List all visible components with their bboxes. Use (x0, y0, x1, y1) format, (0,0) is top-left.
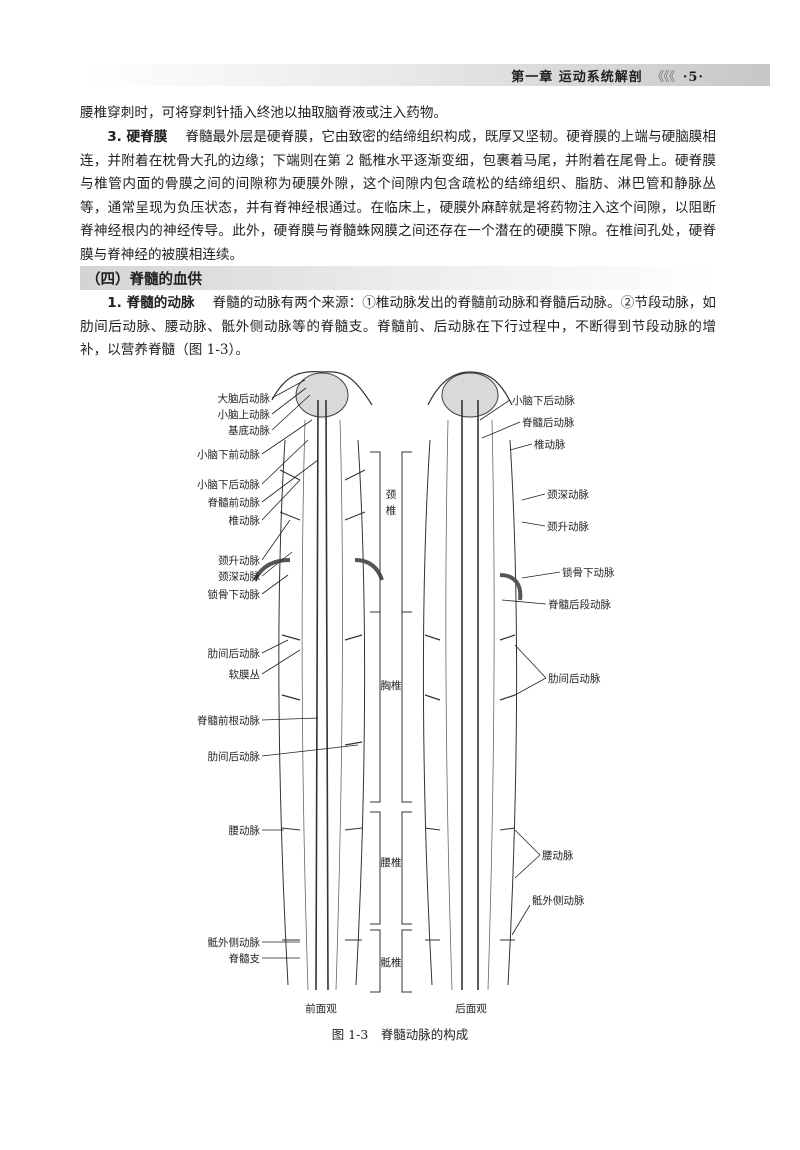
label-deep-cervical-artery: 颈深动脉 (218, 570, 260, 583)
chevron-icon: 《《《 (651, 70, 675, 85)
label-region-sacral: 骶椎 (381, 956, 402, 969)
label-region-thoracic: 胸椎 (381, 679, 402, 692)
figure-spinal-arteries: 大脑后动脉 小脑上动脉 基底动脉 小脑下前动脉 小脑下后动脉 脊髓前动脉 椎动脉… (197, 371, 615, 1015)
label-subclavian-artery: 锁骨下动脉 (208, 588, 261, 601)
right-label-group: 小脑下后动脉 脊髓后动脉 椎动脉 颈深动脉 颈升动脉 锁骨下动脉 脊髓后段动脉 … (512, 394, 615, 907)
paragraph-text: 脊髓最外层是硬脊膜，它由致密的结缔组织构成，既厚又坚韧。硬脊膜的上端与硬脑膜相连… (80, 129, 717, 263)
label-spinal-branch: 脊髓支 (229, 952, 261, 965)
label-region-lumbar: 腰椎 (381, 856, 402, 869)
label-pial-plexus: 软膜丛 (229, 668, 261, 681)
label-subclavian-artery-r: 锁骨下动脉 (562, 566, 615, 579)
label-posterior-intercostal-artery-r: 肋间后动脉 (548, 672, 601, 685)
region-brackets (370, 451, 412, 993)
label-anterior-inferior-cerebellar-artery: 小脑下前动脉 (197, 448, 260, 461)
label-ascending-cervical-artery: 颈升动脉 (218, 554, 260, 567)
label-vertebral-artery: 椎动脉 (229, 514, 261, 527)
label-region-cervical-2: 椎 (386, 504, 397, 517)
section-title: （四）脊髓的血供 (86, 272, 202, 288)
paragraph-spinal-arteries: 1. 脊髓的动脉 脊髓的动脉有两个来源：①椎动脉发出的脊髓前动脉和脊髓后动脉。②… (80, 292, 716, 363)
label-posterior-inferior-cerebellar-artery-r: 小脑下后动脉 (512, 394, 575, 407)
label-vertebral-artery-r: 椎动脉 (534, 438, 566, 451)
leader-lines (261, 379, 561, 959)
label-posterior-spinal-artery: 脊髓后动脉 (522, 416, 575, 429)
back-view-illustration (422, 371, 523, 991)
label-basilar-artery: 基底动脉 (228, 424, 270, 437)
paragraph-text: 腰椎穿刺时，可将穿刺针插入终池以抽取脑脊液或注入药物。 (80, 105, 448, 121)
paragraph-lumbar-puncture: 腰椎穿刺时，可将穿刺针插入终池以抽取脑脊液或注入药物。 (80, 102, 716, 126)
page-number: ·5· (682, 70, 704, 85)
label-posterior-segmental-medullary-artery: 脊髓后段动脉 (548, 598, 611, 611)
label-lateral-sacral-artery-r: 骶外侧动脉 (532, 894, 585, 907)
section-bar (80, 266, 716, 290)
label-posterior-inferior-cerebellar-artery: 小脑下后动脉 (197, 478, 260, 491)
label-posterior-intercostal-artery-2: 肋间后动脉 (208, 750, 261, 763)
label-region-cervical-1: 颈 (386, 489, 397, 501)
paragraph-text: 脊髓的动脉有两个来源：①椎动脉发出的脊髓前动脉和脊髓后动脉。②节段动脉，如肋间后… (80, 295, 716, 358)
region-label-group: 颈 椎 胸椎 腰椎 骶椎 (381, 489, 402, 969)
label-superior-cerebellar-artery: 小脑上动脉 (218, 408, 271, 421)
chapter-title: 运动系统解剖 (558, 70, 643, 85)
label-lumbar-artery-r: 腰动脉 (542, 849, 574, 862)
front-view-illustration (253, 371, 384, 991)
left-label-group: 大脑后动脉 小脑上动脉 基底动脉 小脑下前动脉 小脑下后动脉 脊髓前动脉 椎动脉… (197, 392, 270, 965)
label-posterior-cerebral-artery: 大脑后动脉 (218, 392, 271, 405)
label-lumbar-artery: 腰动脉 (229, 824, 261, 837)
paragraph-heading: 3. 硬脊膜 (107, 129, 168, 145)
paragraph-heading: 1. 脊髓的动脉 (107, 295, 195, 311)
label-lateral-sacral-artery: 骶外侧动脉 (208, 936, 261, 949)
chapter-number: 第一章 (511, 70, 554, 85)
label-anterior-radicular-artery: 脊髓前根动脉 (197, 714, 260, 727)
label-posterior-intercostal-artery: 肋间后动脉 (208, 647, 261, 660)
label-ascending-cervical-artery-r: 颈升动脉 (547, 520, 589, 533)
label-anterior-spinal-artery: 脊髓前动脉 (208, 496, 261, 509)
header-bar (88, 64, 770, 86)
label-front-view: 前面观 (305, 1002, 337, 1015)
paragraph-dura-mater: 3. 硬脊膜 脊髓最外层是硬脊膜，它由致密的结缔组织构成，既厚又坚韧。硬脊膜的上… (80, 126, 716, 267)
label-deep-cervical-artery-r: 颈深动脉 (547, 488, 589, 501)
figure-caption: 图 1-3 脊髓动脉的构成 (331, 1027, 469, 1042)
running-header: 第一章 运动系统解剖 《《《 ·5· (511, 66, 704, 85)
label-back-view: 后面观 (455, 1003, 487, 1015)
